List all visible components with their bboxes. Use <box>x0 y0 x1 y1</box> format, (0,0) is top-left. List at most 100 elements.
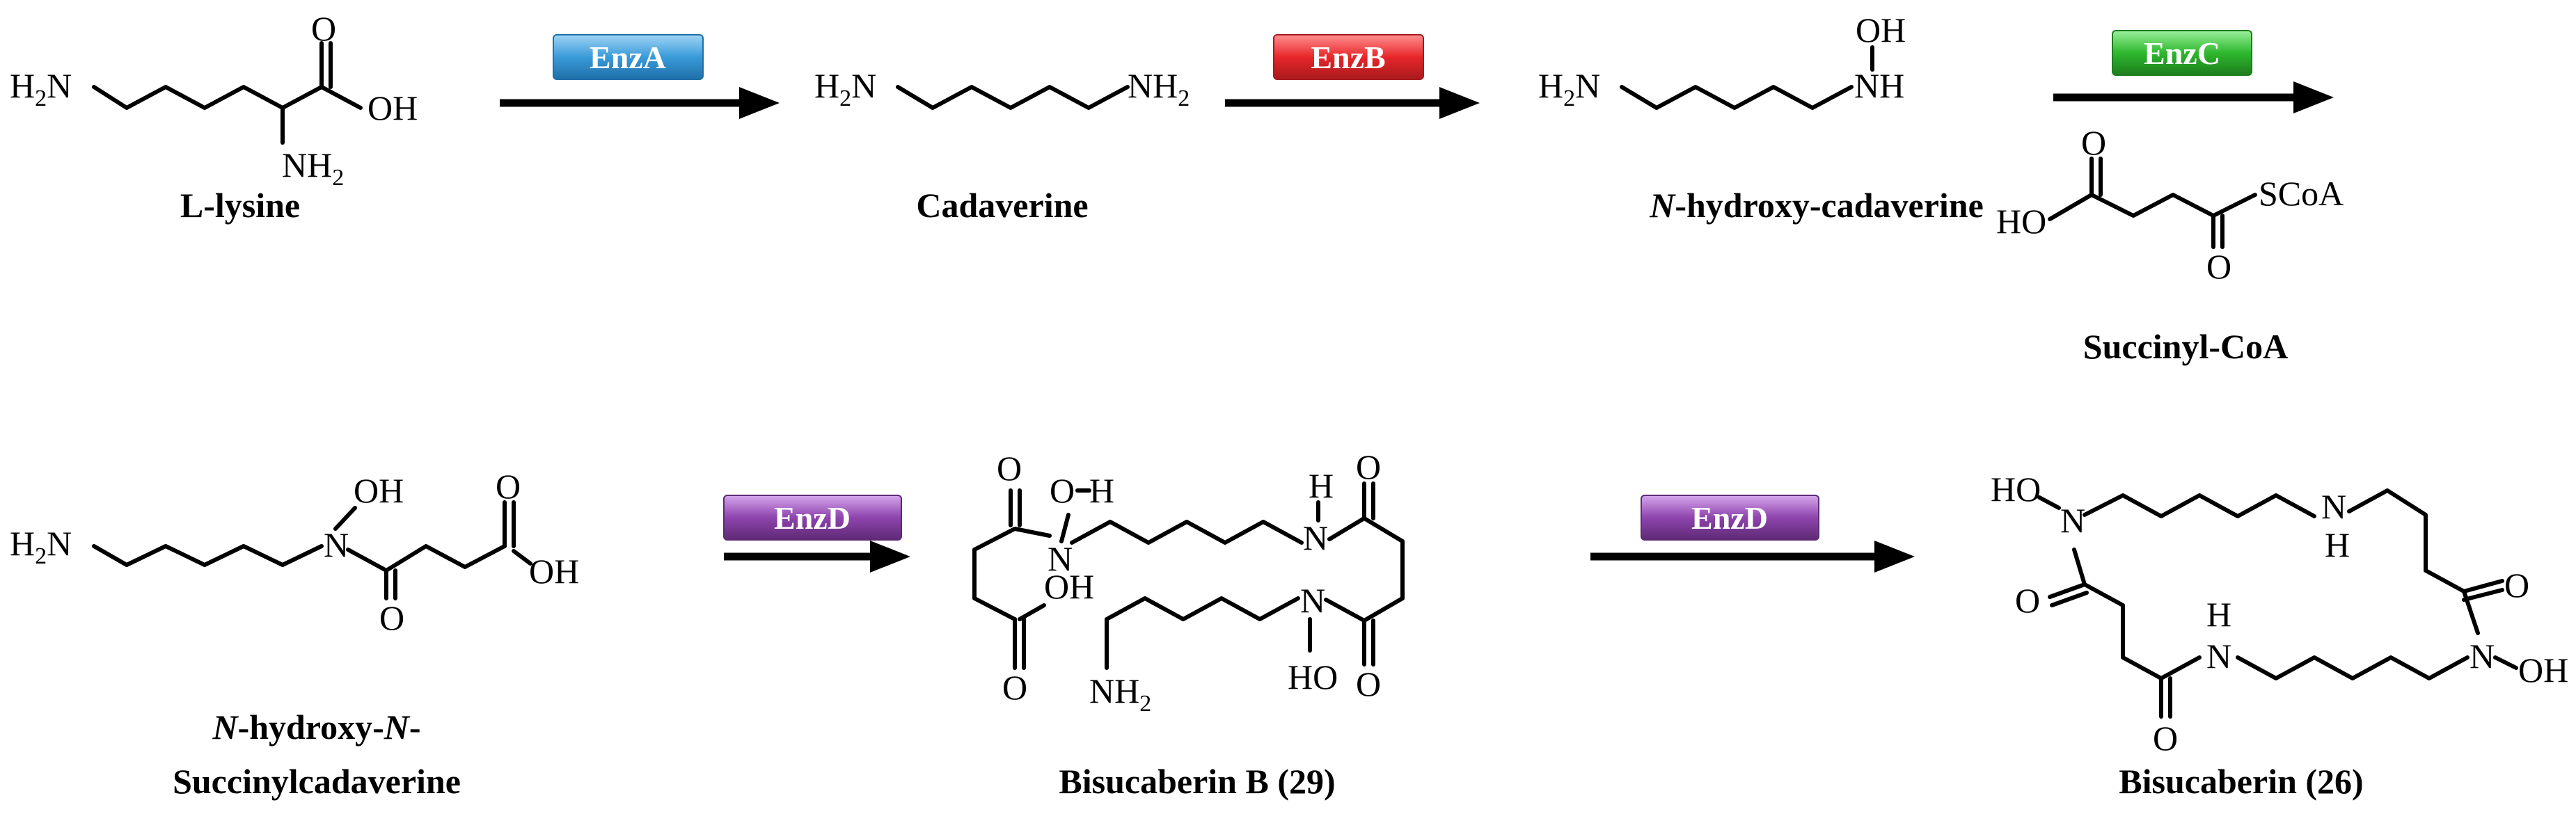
atom-label: H <box>1309 466 1334 505</box>
bisucaberin-structure: HO N N H O N OH N H O O Bisucaberin (26) <box>1991 470 2568 801</box>
bond-chain <box>1620 85 1854 110</box>
atom-label: HO <box>1991 470 2041 509</box>
atom-label: NH2 <box>1089 671 1151 717</box>
atom-label: O <box>2504 566 2529 605</box>
bond-chain <box>972 527 1052 621</box>
atom-label: H <box>2206 595 2231 634</box>
atom-label: N <box>324 525 349 564</box>
bond-chain <box>92 544 324 567</box>
atom-label: O <box>496 467 521 506</box>
atom-label: O <box>311 9 336 48</box>
atom-label: OH <box>2518 651 2568 689</box>
succinylcoa-structure: HO O O SCoA Succinyl-CoA <box>1996 123 2344 366</box>
atom-label: O <box>2153 719 2178 758</box>
arrow-head <box>1874 541 1915 573</box>
atom-label: OH <box>1856 10 1906 49</box>
arrow-head <box>1439 87 1480 119</box>
bond-chain <box>346 544 507 573</box>
bond-double <box>2462 588 2504 602</box>
enzyme-label-enzb: EnzB <box>1311 40 1385 75</box>
enzyme-label-enzc: EnzC <box>2144 35 2220 71</box>
reaction-arrow-enzc: EnzC <box>2053 30 2334 113</box>
enzyme-badge-enzd-1 <box>723 495 902 541</box>
atom-label: H2N <box>1538 66 1600 111</box>
atom-label: NH <box>1854 66 1904 105</box>
atom-label: N <box>2470 637 2495 676</box>
atom-label: O <box>1356 664 1381 703</box>
bond-chain <box>1105 596 1300 670</box>
arrow-head <box>739 87 780 119</box>
cadaverine-structure: H2N NH2 Cadaverine <box>814 66 1190 225</box>
atom-label: OH <box>368 88 418 127</box>
reaction-arrow-enzb: EnzB <box>1225 34 1480 119</box>
atom-label: N <box>1048 539 1073 578</box>
reaction-arrow-enza: EnzA <box>500 34 780 119</box>
enzyme-label-enzd-1: EnzD <box>774 500 851 536</box>
enzyme-badge-enzd-2 <box>1641 495 1819 541</box>
atom-label: OH <box>1044 567 1094 606</box>
atom-label: O <box>1356 447 1381 486</box>
bisucaberin-b-structure: O O OH N O H N H O O N HO NH2 Bis <box>972 447 1405 801</box>
bond <box>2462 589 2480 635</box>
atom-label: O <box>2015 581 2040 620</box>
bond-chain <box>2236 655 2470 680</box>
bond-chain <box>92 85 363 110</box>
atom-label: HO <box>1288 657 1338 696</box>
enzyme-badge-enzb <box>1273 34 1424 80</box>
atom-label: H2N <box>10 66 72 111</box>
arrow-head <box>870 541 910 573</box>
compound-name-bisucaberin-b: Bisucaberin B (29) <box>1059 762 1335 801</box>
atom-label: O <box>379 598 404 637</box>
atom-label: O <box>2081 123 2106 162</box>
atom-label: H <box>1089 471 1114 510</box>
atom-label: O <box>1002 668 1027 707</box>
enzyme-badge-enzc <box>2112 30 2252 76</box>
atom-label: N <box>2321 487 2346 526</box>
bond <box>2048 582 2087 599</box>
arrow-head <box>2293 81 2334 113</box>
enzyme-label-enzd-2: EnzD <box>1691 500 1768 536</box>
bond <box>1059 513 1070 543</box>
compound-name-hsc-line1: N-hydroxy-N- <box>212 708 420 747</box>
reaction-arrow-enzd-1: EnzD <box>723 495 910 573</box>
bond <box>2037 495 2061 510</box>
bond <box>1018 603 1046 621</box>
compound-name-lysine: L-lysine <box>180 186 300 225</box>
bond-chain <box>896 85 1130 110</box>
atom-label: O <box>2206 247 2231 286</box>
atom-label: NH2 <box>1128 66 1190 111</box>
atom-label: OH <box>354 471 404 510</box>
bond-chain <box>2048 193 2257 221</box>
bond <box>333 506 357 531</box>
enzyme-badge-enza <box>553 34 704 80</box>
atom-label: N <box>2060 501 2085 540</box>
reaction-arrow-enzd-2: EnzD <box>1590 495 1915 573</box>
bond-chain <box>2083 493 2316 518</box>
atom-label: SCoA <box>2259 174 2344 213</box>
atom-label: O <box>1050 471 1075 510</box>
bond <box>2493 655 2518 670</box>
compound-name-cadaverine: Cadaverine <box>916 186 1088 225</box>
bond-double <box>2050 591 2089 607</box>
atom-label: H2N <box>10 524 72 569</box>
atom-label: O <box>997 449 1022 488</box>
atom-label: H <box>2325 525 2350 564</box>
bond <box>1324 598 1366 623</box>
bond-chain <box>1327 516 1405 623</box>
atom-label: N <box>1300 581 1325 620</box>
bond-chain <box>2072 548 2202 680</box>
hydroxycadaverine-structure: H2N NH OH N-hydroxy-cadaverine <box>1538 10 1984 225</box>
enzyme-label-enza: EnzA <box>590 40 666 75</box>
compound-name-bisucaberin: Bisucaberin (26) <box>2119 762 2363 801</box>
atom-label: OH <box>529 552 579 591</box>
compound-name-hydroxycadaverine: N-hydroxy-cadaverine <box>1649 186 1984 225</box>
atom-label: N <box>1303 518 1328 557</box>
lysine-structure: H2N O OH NH2 L-lysine <box>10 9 418 225</box>
bond <box>2462 579 2504 593</box>
bond <box>512 549 532 566</box>
atom-label: H2N <box>814 66 876 111</box>
atom-label: N <box>2206 637 2231 676</box>
hsc-structure: H2N N OH O O OH N-hydroxy-N- Succinylcad… <box>10 467 579 801</box>
compound-name-succinylcoa: Succinyl-CoA <box>2083 327 2288 366</box>
